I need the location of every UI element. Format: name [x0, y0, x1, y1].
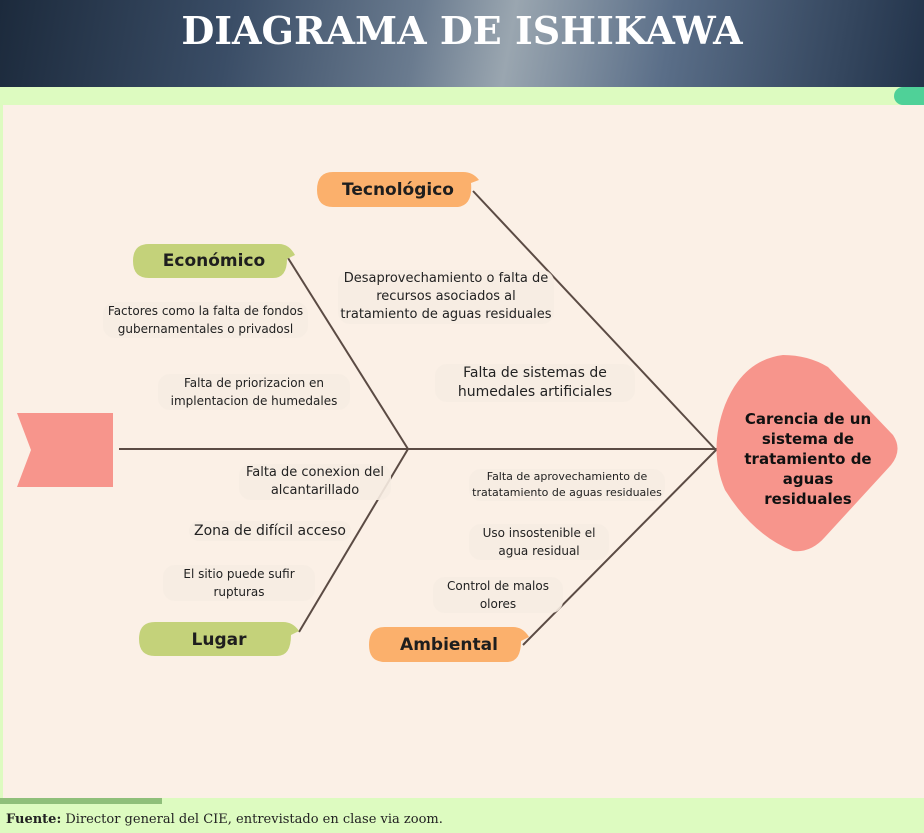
- bone-ambiental: [522, 448, 718, 646]
- source-caption: Fuente: Director general del CIE, entrev…: [6, 812, 443, 827]
- category-label-tecnologico: Tecnológico: [342, 180, 454, 200]
- cause-lugar-1: Falta de conexion del alcantarillado: [239, 464, 391, 500]
- green-band: [0, 87, 924, 105]
- cause-ambiental-2: Uso insostenible el agua residual: [469, 524, 609, 560]
- pill-economico: [133, 244, 295, 278]
- diagram-canvas: Tecnológico Económico Lugar Ambiental De…: [3, 105, 924, 798]
- cause-ambiental-3: Control de malos olores: [433, 577, 563, 613]
- bone-tecnologico: [472, 190, 716, 450]
- cause-lugar-2: Zona de difícil acceso: [189, 521, 351, 541]
- cause-tecnologico-1: Desaprovechamiento o falta de recursos a…: [338, 270, 554, 324]
- fishbone-svg: [17, 172, 898, 662]
- pill-ambiental: [369, 627, 529, 662]
- teal-tab: [894, 87, 924, 105]
- category-label-ambiental: Ambiental: [400, 635, 498, 655]
- page-title: DIAGRAMA DE ISHIKAWA: [181, 8, 743, 53]
- category-label-lugar: Lugar: [191, 630, 247, 650]
- header-banner: DIAGRAMA DE ISHIKAWA: [0, 0, 924, 87]
- source-text: Director general del CIE, entrevistado e…: [61, 812, 443, 827]
- effect-heart: [716, 355, 898, 552]
- tail-flag: [17, 413, 113, 487]
- pill-lugar: [139, 622, 299, 656]
- category-label-economico: Económico: [162, 251, 266, 271]
- cause-tecnologico-2: Falta de sistemas de humedales artificia…: [435, 364, 635, 402]
- bottom-accent-bar: [0, 798, 162, 804]
- pill-tecnologico: [317, 172, 479, 207]
- cause-economico-1: Factores como la falta de fondos guberna…: [103, 302, 308, 338]
- cause-economico-2: Falta de priorizacion en implentacion de…: [158, 374, 350, 410]
- cause-ambiental-1: Falta de aprovechamiento de tratatamient…: [469, 469, 665, 501]
- cause-lugar-3: El sitio puede sufir rupturas: [163, 565, 315, 601]
- bone-economico: [287, 257, 409, 450]
- effect-label: Carencia de un sistema de tratamiento de…: [744, 410, 872, 508]
- source-label: Fuente:: [6, 812, 62, 827]
